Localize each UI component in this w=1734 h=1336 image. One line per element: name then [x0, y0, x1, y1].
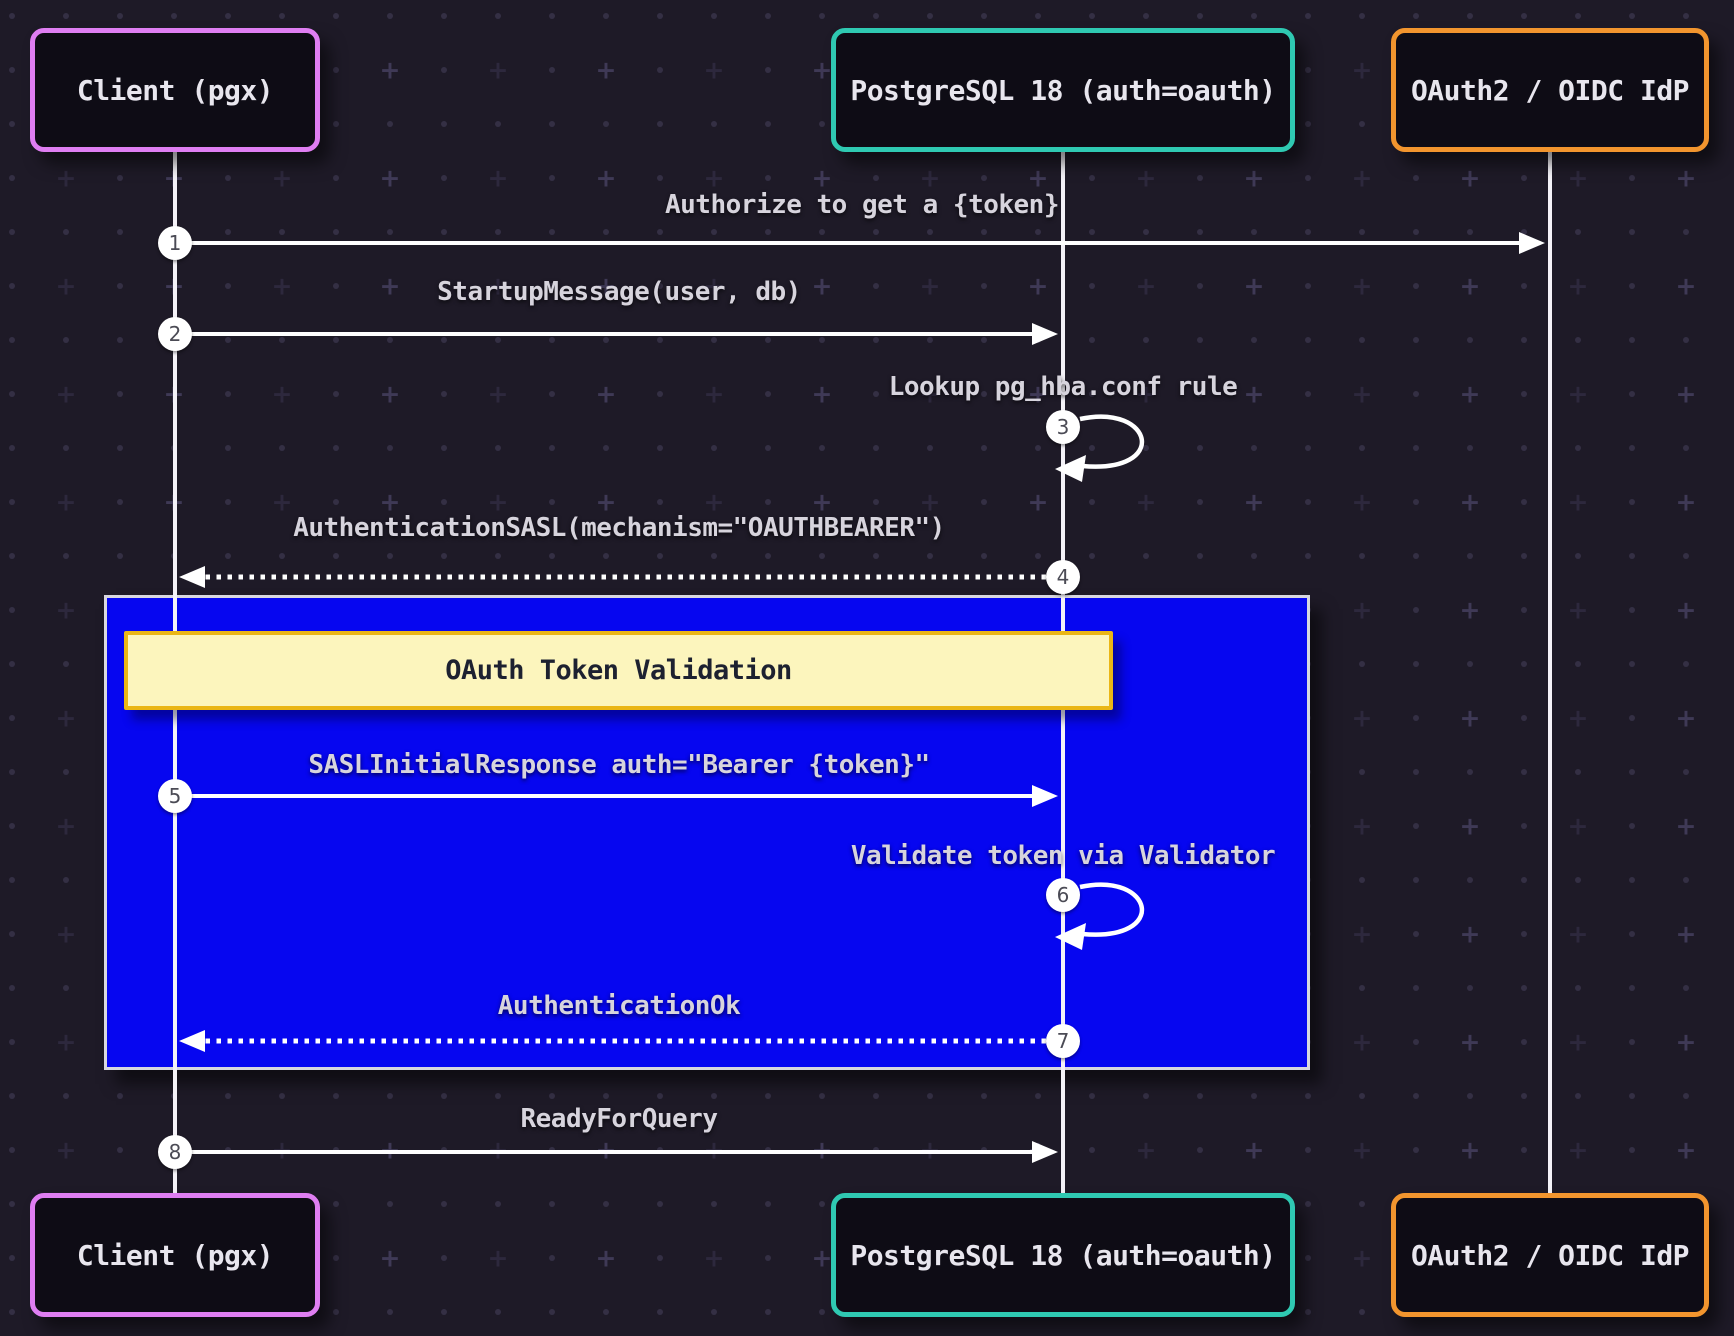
- actor-client-bottom: Client (pgx): [30, 1193, 320, 1317]
- seq-badge-2: 2: [158, 317, 192, 351]
- message-7-arrowhead: [179, 1030, 205, 1052]
- message-2-label: StartupMessage(user, db): [437, 277, 801, 307]
- seq-badge-7: 7: [1046, 1024, 1080, 1058]
- message-1-arrowhead: [1519, 232, 1545, 254]
- actor-client-top: Client (pgx): [30, 28, 320, 152]
- message-8-arrowhead: [1032, 1141, 1058, 1163]
- oauth-validation-title: OAuth Token Validation: [124, 631, 1113, 710]
- seq-badge-6: 6: [1046, 878, 1080, 912]
- actor-idp-bottom: OAuth2 / OIDC IdP: [1391, 1193, 1709, 1317]
- seq-badge-1: 1: [158, 226, 192, 260]
- seq-badge-4: 4: [1046, 560, 1080, 594]
- message-6-self-loop: [1079, 882, 1144, 937]
- message-3-label: Lookup pg_hba.conf rule: [888, 372, 1238, 402]
- message-7-label: AuthenticationOk: [497, 991, 741, 1021]
- seq-badge-8: 8: [158, 1135, 192, 1169]
- seq-badge-3: 3: [1046, 410, 1080, 444]
- actor-postgres-top: PostgreSQL 18 (auth=oauth): [831, 28, 1295, 152]
- actor-idp-top: OAuth2 / OIDC IdP: [1391, 28, 1709, 152]
- message-4-label: AuthenticationSASL(mechanism="OAUTHBEARE…: [293, 513, 945, 543]
- message-6-arrowhead: [1055, 923, 1086, 950]
- message-6-label: Validate token via Validator: [850, 841, 1276, 871]
- message-3-self-loop: [1079, 414, 1144, 469]
- message-3-arrowhead: [1055, 455, 1086, 482]
- actor-postgres-bottom: PostgreSQL 18 (auth=oauth): [831, 1193, 1295, 1317]
- message-5-arrowhead: [1032, 785, 1058, 807]
- message-1-label: Authorize to get a {token}: [665, 190, 1060, 220]
- message-5-label: SASLInitialResponse auth="Bearer {token}…: [308, 750, 930, 780]
- message-2-arrowhead: [1032, 323, 1058, 345]
- message-8-label: ReadyForQuery: [520, 1104, 719, 1134]
- message-4-arrowhead: [179, 566, 205, 588]
- seq-badge-5: 5: [158, 779, 192, 813]
